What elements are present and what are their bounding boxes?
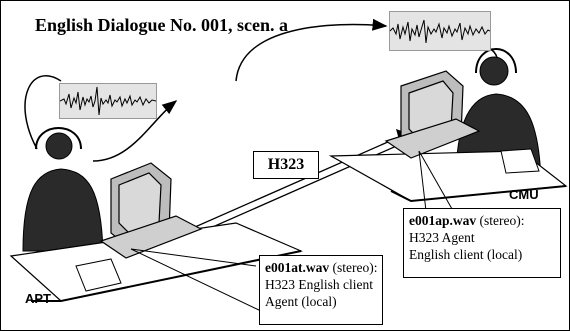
right-computer — [384, 70, 481, 159]
diagram-title: English Dialogue No. 001, scen. a — [35, 15, 289, 35]
site-label-left: APT — [25, 291, 51, 306]
right-callout-suffix: (stereo): — [476, 213, 525, 228]
right-waveform — [389, 11, 491, 51]
left-audio-arrow — [24, 75, 62, 150]
site-label-right: CMU — [509, 187, 539, 202]
left-audio-arrow-2 — [92, 100, 178, 162]
left-callout: e001at.wav (stereo): H323 English client… — [259, 255, 383, 325]
left-paper — [75, 258, 122, 292]
left-waveform — [59, 83, 157, 119]
left-callout-filename: e001at.wav — [265, 260, 330, 275]
right-callout-line1: e001ap.wav (stereo): — [409, 212, 555, 229]
left-callout-line3: Agent (local) — [265, 294, 337, 309]
right-callout: e001ap.wav (stereo): H323 Agent English … — [403, 208, 561, 278]
right-paper — [500, 148, 540, 174]
right-callout-filename: e001ap.wav — [409, 213, 477, 228]
h323-link-label: H323 — [253, 151, 319, 179]
left-callout-pointer — [130, 248, 262, 312]
right-callout-line3: English client (local) — [409, 247, 523, 262]
right-callout-line2: H323 Agent — [409, 230, 475, 245]
left-callout-line2: H323 English client — [265, 277, 373, 292]
right-audio-arrow — [235, 18, 388, 82]
left-callout-line1: e001at.wav (stereo): — [265, 259, 377, 276]
left-callout-suffix: (stereo): — [329, 260, 378, 275]
left-computer — [99, 162, 203, 259]
right-callout-pointer — [418, 150, 457, 217]
left-person — [22, 127, 104, 252]
